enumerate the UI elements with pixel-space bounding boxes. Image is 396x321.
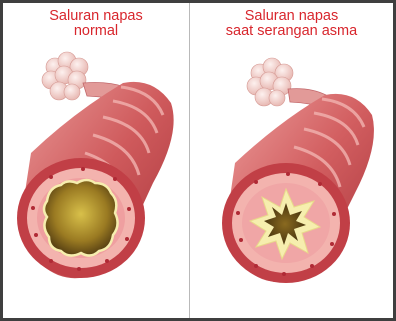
- alveoli-cluster: [42, 52, 88, 100]
- alveoli-cluster: [247, 58, 293, 106]
- panel-normal-airway: Saluran napas normal: [3, 3, 189, 318]
- airway-lumen: [44, 180, 118, 256]
- normal-airway-illustration: [3, 3, 189, 318]
- asthma-airway-illustration: [190, 3, 393, 318]
- panel-asthma-airway: Saluran napas saat serangan asma: [190, 3, 393, 318]
